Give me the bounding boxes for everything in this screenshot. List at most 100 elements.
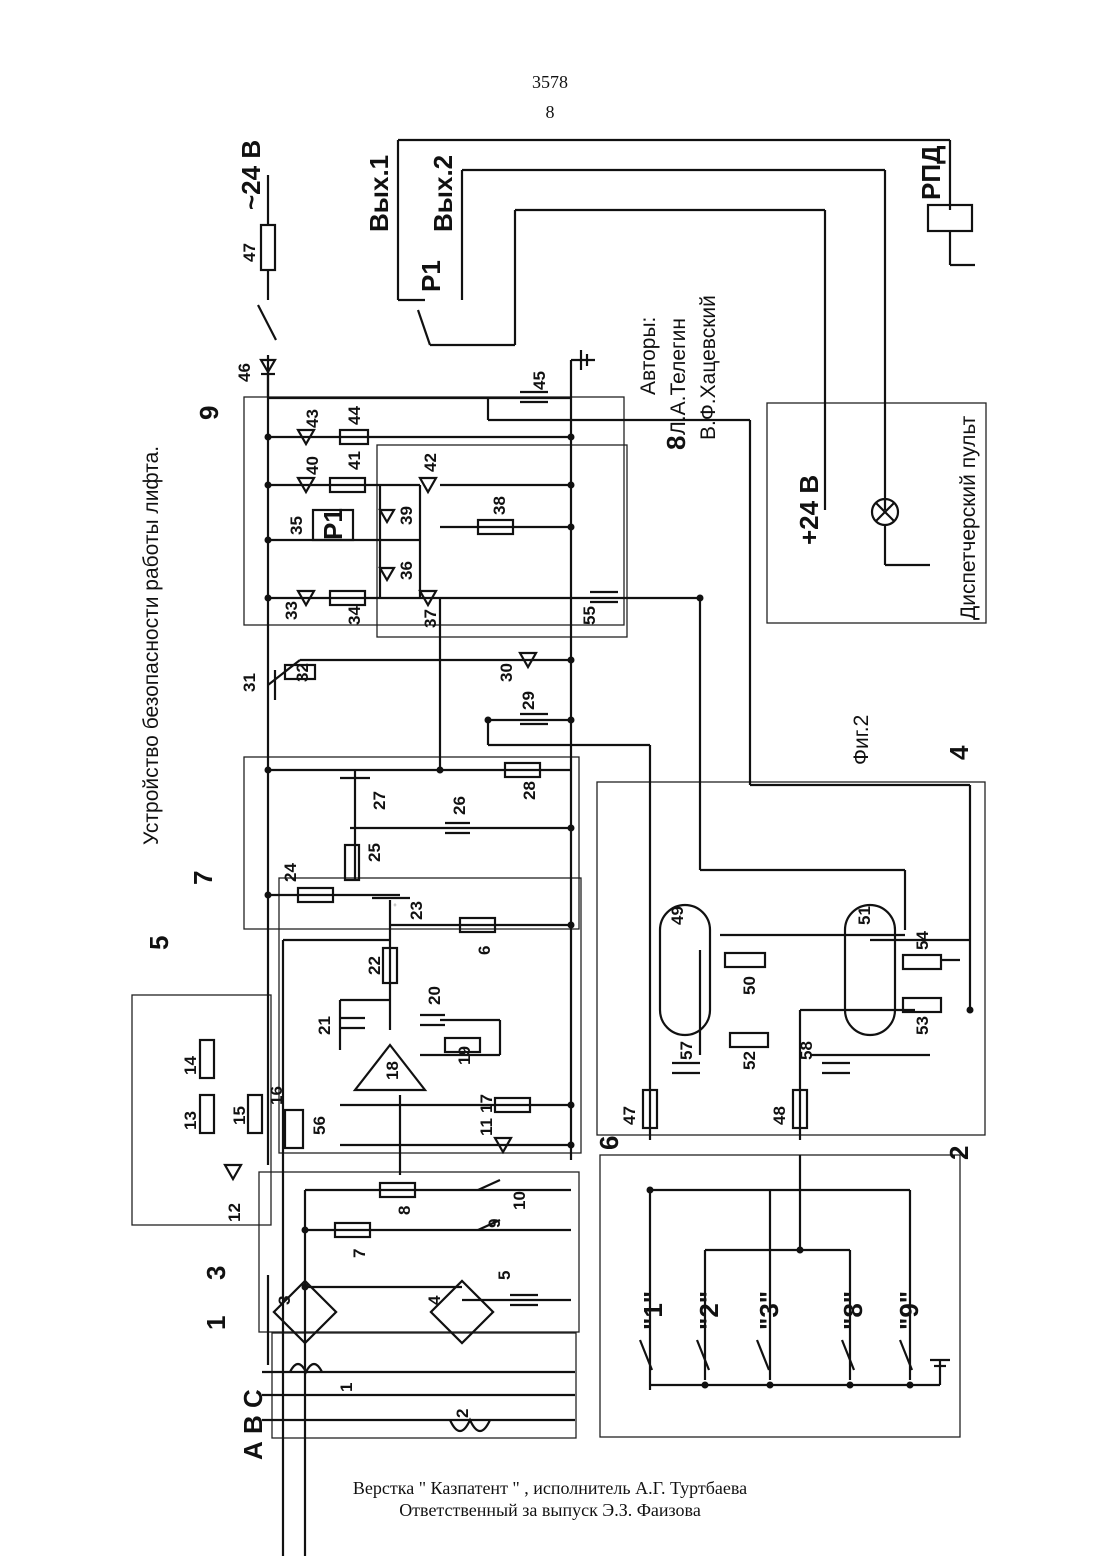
component-label: 53: [913, 1016, 932, 1035]
component-label: 55: [580, 606, 599, 625]
block-1-outline: [272, 1333, 576, 1438]
resistor-52: [730, 1033, 768, 1047]
resistor-15: [248, 1095, 262, 1133]
component-label: 22: [365, 956, 384, 975]
component-label: 39: [397, 506, 416, 525]
component-label: 56: [310, 1116, 329, 1135]
relay-p1-coil-label: Р1: [318, 508, 348, 540]
dispatcher-panel-label: Диспетчерский пульт: [957, 415, 980, 620]
component-label: 34: [345, 606, 364, 625]
component-label: 3: [275, 1296, 294, 1305]
diode-39: [380, 510, 394, 522]
component-label: 44: [345, 406, 364, 425]
relay-p1-label: Р1: [416, 260, 446, 292]
footer-responsible-line: Ответственный за выпуск Э.З. Фаизова: [0, 1499, 1100, 1521]
potentiometer-25: [345, 845, 359, 880]
component-label: 41: [345, 451, 364, 470]
capacitor-58: [822, 1063, 850, 1073]
block-4-outline: [597, 782, 985, 1135]
component-label: 21: [315, 1016, 334, 1035]
component-label: 46: [235, 363, 254, 382]
block-label-4: 4: [944, 745, 974, 760]
block-label-1: 1: [201, 1316, 231, 1330]
zener-12: [225, 1165, 241, 1179]
block-label-6: 6: [594, 1136, 624, 1150]
resistor-14: [200, 1040, 214, 1078]
component-label: 27: [370, 791, 389, 810]
component-label: 1: [337, 1383, 356, 1392]
component-label: 36: [397, 561, 416, 580]
component-label: 58: [797, 1041, 816, 1060]
component-label: 16: [267, 1086, 286, 1105]
component-label: 2: [453, 1409, 472, 1418]
component-label: 26: [450, 796, 469, 815]
component-label: 15: [230, 1106, 249, 1125]
component-label: 48: [770, 1106, 789, 1125]
authors-heading: Авторы:: [637, 317, 660, 395]
component-label: 50: [740, 976, 759, 995]
switch-10: [478, 1180, 500, 1190]
component-label: 28: [520, 781, 539, 800]
components: [200, 205, 975, 1431]
component-label: 17: [477, 1094, 496, 1113]
component-label: 32: [293, 663, 312, 682]
floor-button-label-1: "1": [638, 1291, 668, 1330]
component-label: 8: [395, 1206, 414, 1215]
component-label: 38: [490, 496, 509, 515]
component-label: 29: [519, 691, 538, 710]
block-label-8: 8: [661, 436, 691, 450]
component-label: 51: [855, 906, 874, 925]
diode-35: [380, 568, 394, 580]
component-label: 33: [282, 601, 301, 620]
component-label: 31: [240, 673, 259, 692]
author-2: В.Ф.Хацевский: [697, 295, 720, 440]
floor-button-label-8: "8": [838, 1291, 868, 1330]
component-label: 54: [913, 931, 932, 950]
component-label: 18: [383, 1061, 402, 1080]
component-label: 43: [303, 409, 322, 428]
author-1: Л.А.Телегин: [667, 318, 690, 435]
component-label: 45: [530, 371, 549, 390]
component-label: 14: [181, 1056, 200, 1075]
component-label: 47: [240, 243, 259, 262]
component-label: 35: [287, 516, 306, 535]
device-caption: Устройство безопасности работы лифта.: [140, 446, 163, 845]
component-label: 6: [475, 946, 494, 955]
component-label: 47: [620, 1106, 639, 1125]
component-label: 42: [421, 453, 440, 472]
component-label: 52: [740, 1051, 759, 1070]
component-label: 20: [425, 986, 444, 1005]
resistor-54: [903, 955, 941, 969]
resistor-13: [200, 1095, 214, 1133]
thyristor-42: [420, 478, 436, 492]
fuse-47: [261, 225, 275, 270]
block-label-9: 9: [194, 406, 224, 420]
block-label-5: 5: [144, 936, 174, 950]
capacitor-57: [672, 1063, 700, 1073]
resistor-16: [285, 1110, 303, 1148]
component-label: 10: [510, 1191, 529, 1210]
component-label: 11: [477, 1118, 496, 1136]
footer-typesetting-line: Верстка " Казпатент " , исполнитель А.Г.…: [0, 1477, 1100, 1499]
component-label: 24: [281, 863, 300, 882]
block-label-3: 3: [201, 1266, 231, 1280]
floor-switches: [640, 1340, 912, 1370]
phases-label: А В С: [238, 1389, 268, 1460]
component-label: 25: [365, 843, 384, 862]
block-label-2: 2: [944, 1146, 974, 1160]
component-label: 4: [425, 1295, 444, 1305]
output-2-label: Вых.2: [428, 155, 458, 232]
component-label: 30: [497, 663, 516, 682]
floor-button-label-3: "3": [754, 1291, 784, 1330]
component-label: 7: [350, 1249, 369, 1258]
component-label: 9: [485, 1219, 504, 1228]
component-label: 40: [303, 456, 322, 475]
supply-dc-label: +24 В: [794, 475, 824, 545]
output-1-label: Вых.1: [364, 155, 394, 232]
figure-caption: Фиг.2: [850, 715, 873, 765]
component-label: 5: [495, 1271, 514, 1280]
relay-rpd-label: РПД: [916, 145, 946, 200]
bridge-4: [431, 1281, 493, 1343]
capacitor-21: [340, 1018, 365, 1028]
component-label: 49: [668, 906, 687, 925]
